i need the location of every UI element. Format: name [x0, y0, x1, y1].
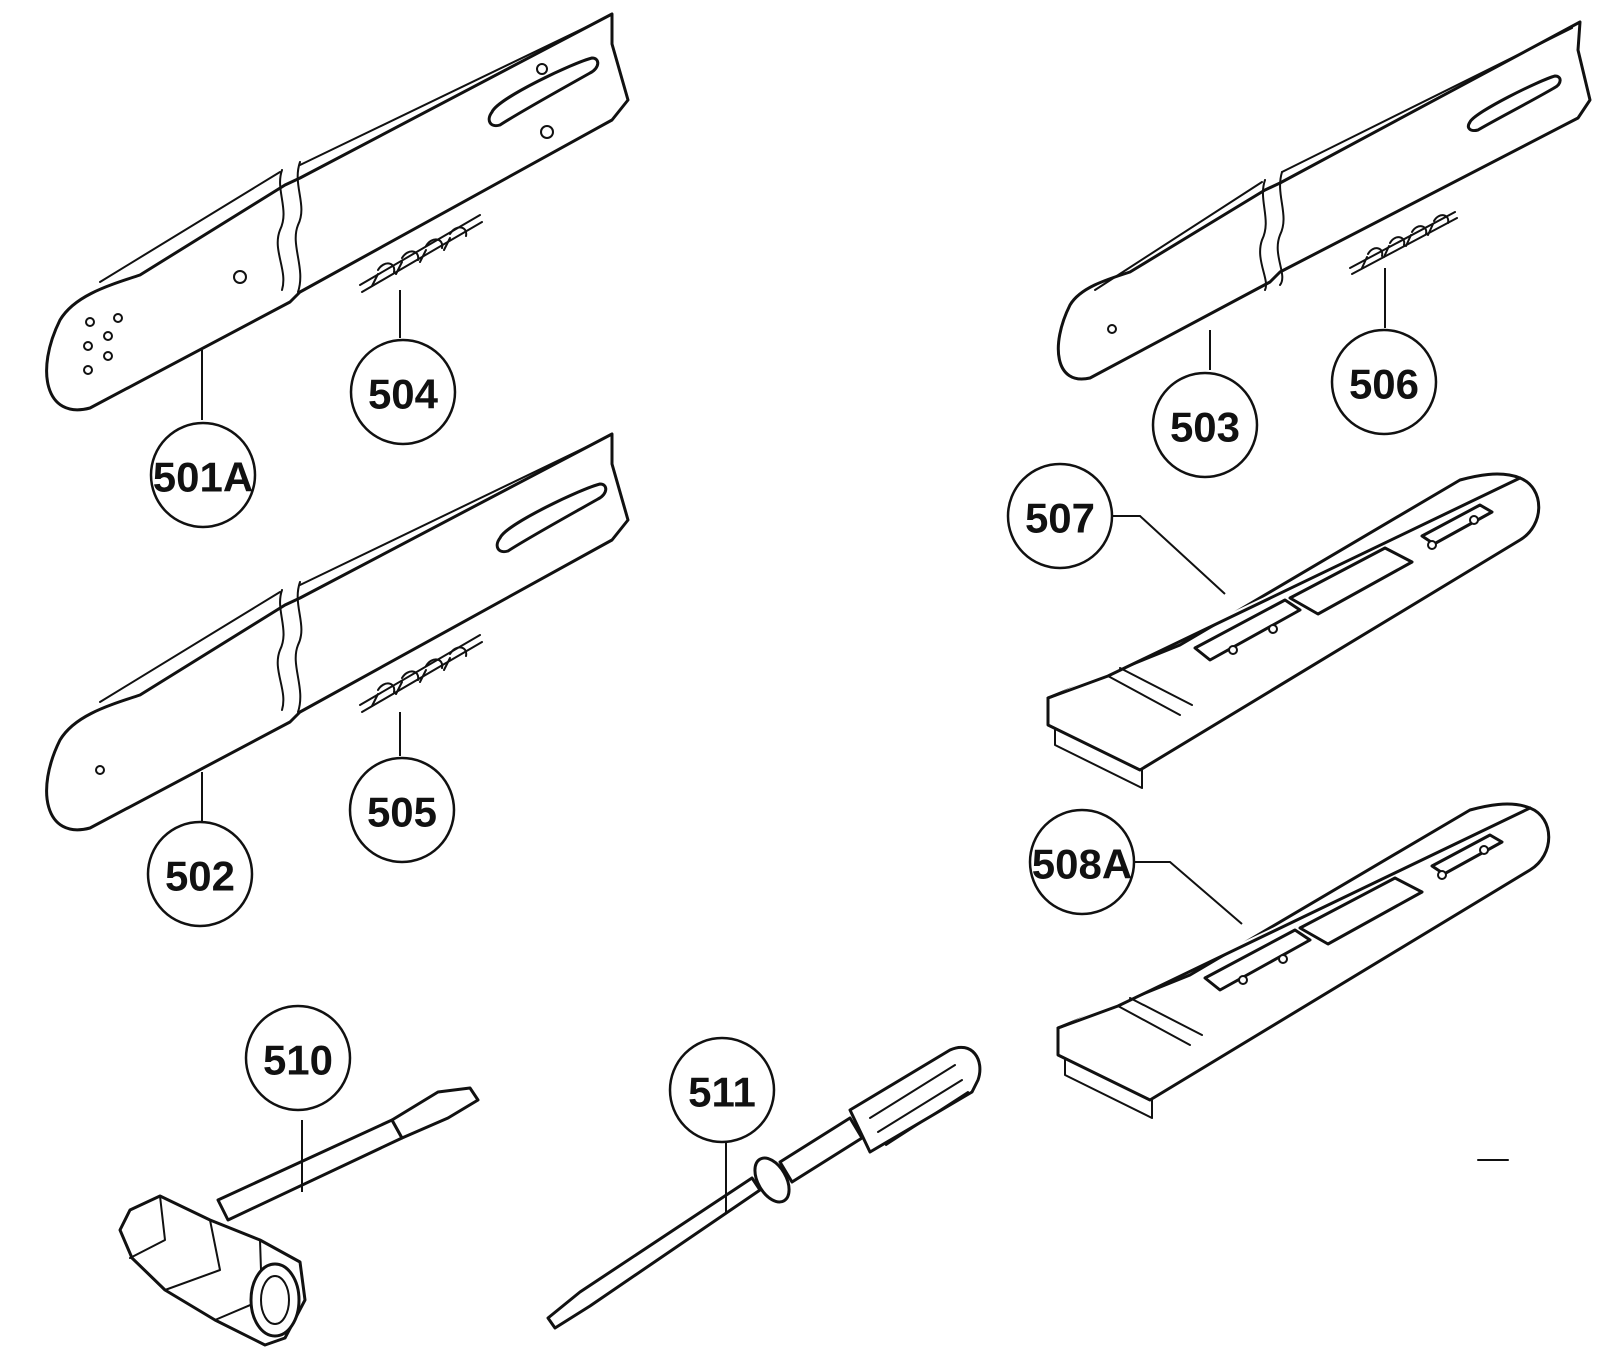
leader-lines: [201, 268, 1386, 1212]
saw-chain-505: [359, 634, 483, 713]
callout-label-504: 504: [368, 371, 439, 418]
callout-label-511: 511: [688, 1069, 756, 1116]
callout-505: 505: [348, 756, 456, 864]
callout-label-507: 507: [1025, 495, 1095, 542]
saw-chain-506: [1349, 211, 1458, 275]
screwdriver-511: [546, 1045, 982, 1330]
guide-bar-503: [1056, 20, 1592, 381]
guide-bar-501a: [45, 12, 630, 412]
callout-label-501a: 501A: [153, 454, 253, 501]
callout-label-502: 502: [165, 853, 235, 900]
callout-502: 502: [146, 820, 254, 928]
callout-503: 503: [1151, 371, 1259, 479]
callout-label-505: 505: [367, 789, 437, 836]
callout-label-508a: 508A: [1032, 841, 1132, 888]
callout-511: 511: [668, 1036, 776, 1144]
callout-508a: 508A: [1028, 808, 1136, 916]
spark-plug-wrench-510: [118, 1086, 480, 1347]
bar-cover-508a: [1056, 802, 1551, 1119]
bar-cover-507: [1046, 472, 1541, 789]
callout-506: 506: [1330, 328, 1438, 436]
callout-510: 510: [244, 1004, 352, 1112]
callout-label-506: 506: [1349, 361, 1419, 408]
callout-504: 504: [349, 338, 457, 446]
saw-chain-504: [359, 214, 483, 293]
callout-label-503: 503: [1170, 404, 1240, 451]
callout-507: 507: [1006, 462, 1114, 570]
callout-label-510: 510: [263, 1037, 333, 1084]
guide-bar-502: [45, 432, 630, 832]
callout-501a: 501A: [149, 421, 257, 529]
